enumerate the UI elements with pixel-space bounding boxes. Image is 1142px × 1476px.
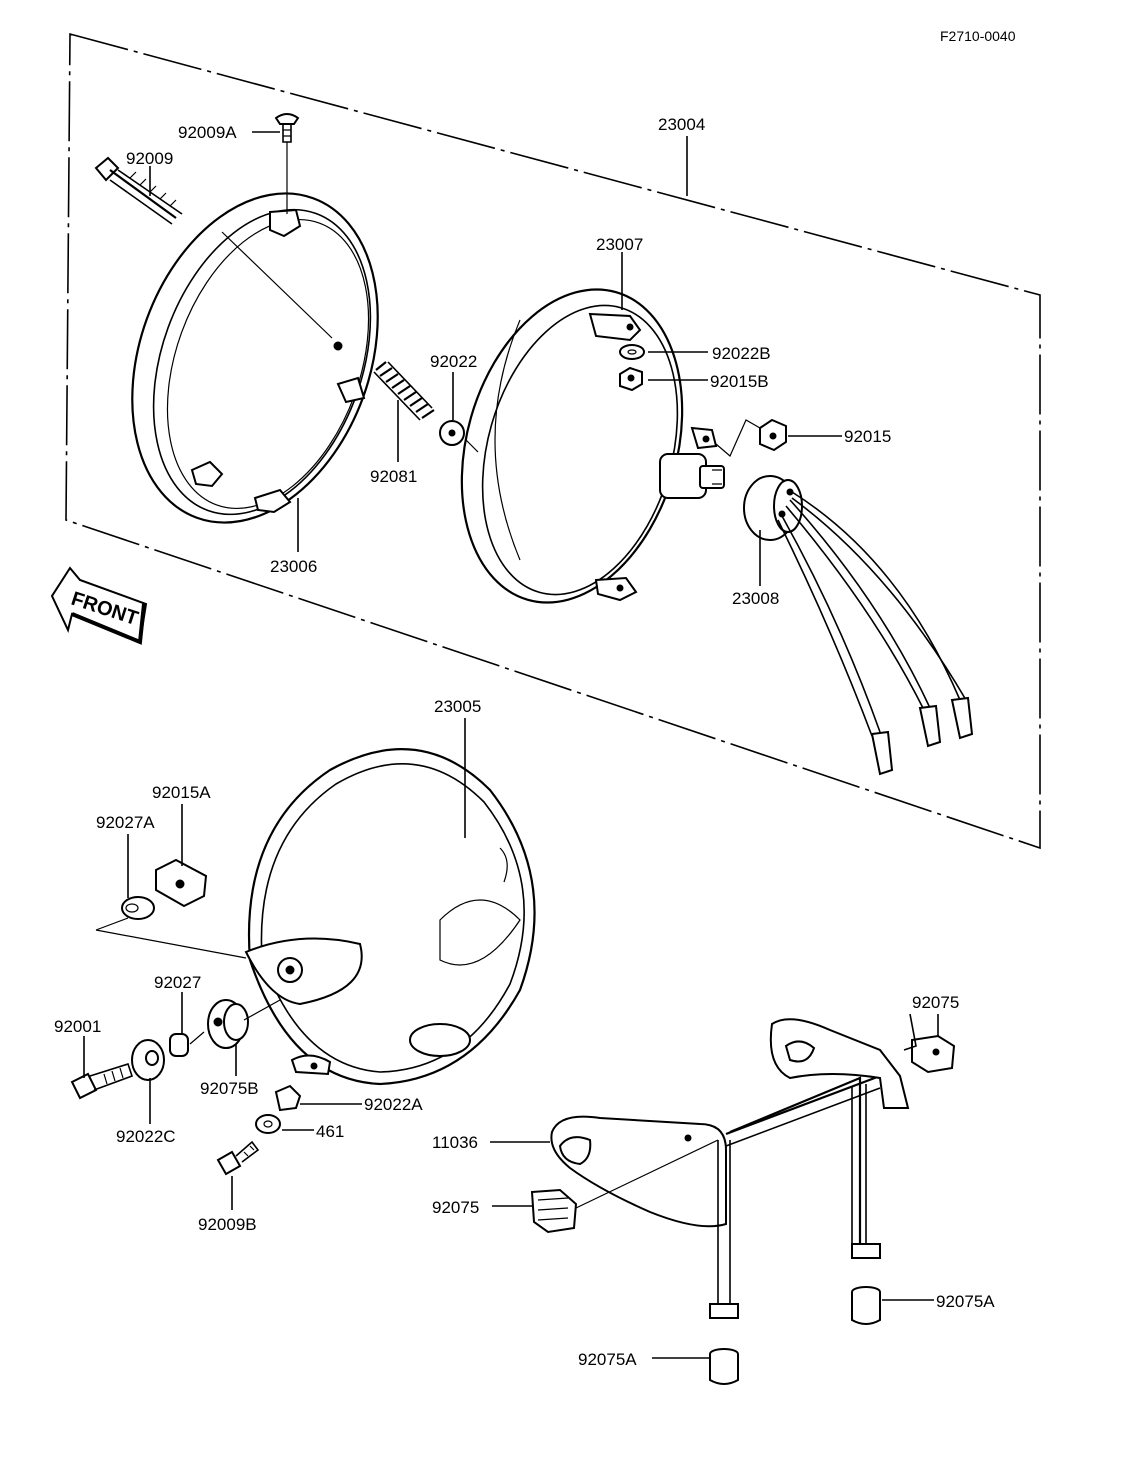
label-92075-left: 92075	[432, 1198, 479, 1217]
bolt-92001	[70, 1063, 134, 1100]
screw-92009B	[216, 1140, 260, 1176]
label-92015A: 92015A	[152, 783, 211, 802]
label-23004: 23004	[658, 115, 705, 134]
screw-92009A	[274, 113, 300, 214]
diagram-code: F2710-0040	[940, 28, 1016, 44]
label-92022C: 92022C	[116, 1127, 176, 1146]
label-92081: 92081	[370, 467, 417, 486]
washer-92022C	[131, 1039, 165, 1081]
housing-23005	[244, 748, 536, 1086]
nut-92022A	[274, 1084, 302, 1112]
nut-92015A	[155, 858, 208, 908]
label-11036: 11036	[432, 1133, 478, 1152]
rim-23006	[131, 192, 379, 524]
label-92027: 92027	[154, 973, 201, 992]
label-23008: 23008	[732, 589, 779, 608]
label-92075-right: 92075	[912, 993, 959, 1012]
socket-23008	[743, 475, 974, 776]
label-92027A: 92027A	[96, 813, 155, 832]
front-direction-arrow: FRONT	[50, 566, 148, 645]
grommet-92075-left	[530, 1139, 719, 1234]
label-92075A-right: 92075A	[936, 1292, 995, 1311]
bolt-92009	[94, 156, 183, 225]
label-92022: 92022	[430, 352, 477, 371]
label-92009B: 92009B	[198, 1215, 257, 1234]
nut-92015B	[619, 366, 643, 392]
leader-92027A-up	[95, 917, 129, 931]
label-92022A: 92022A	[364, 1095, 423, 1114]
washer-461	[255, 1114, 281, 1134]
nut-92015	[715, 418, 787, 457]
label-92009: 92009	[126, 149, 173, 168]
label-23005: 23005	[434, 697, 481, 716]
label-92015: 92015	[844, 427, 891, 446]
label-92001: 92001	[54, 1017, 101, 1036]
label-92009A: 92009A	[178, 123, 237, 142]
leader-92027A-housing	[95, 929, 247, 959]
washer-92022B	[619, 344, 645, 360]
label-461: 461	[316, 1122, 344, 1141]
assembly-panel	[65, 32, 1041, 850]
part-labels: 23004 23007 92009A 92009 92022 92022B 92…	[54, 115, 995, 1369]
grommet-92027A	[121, 896, 155, 920]
label-23006: 23006	[270, 557, 317, 576]
collar-92075A-bottom	[709, 1348, 739, 1385]
label-92075B: 92075B	[200, 1079, 259, 1098]
leader-bolt-assembly	[189, 999, 281, 1045]
label-23007: 23007	[596, 235, 643, 254]
collar-92027	[169, 1033, 189, 1057]
collar-92075A-right	[851, 1286, 881, 1325]
bracket-11036	[550, 1018, 910, 1319]
label-92022B: 92022B	[712, 344, 771, 363]
washer-92022	[439, 420, 479, 453]
label-92015B: 92015B	[710, 372, 769, 391]
leader-lines	[83, 131, 939, 1359]
grommet-92075-right	[903, 1013, 956, 1074]
spring-92081	[373, 361, 435, 421]
reflector-23007	[460, 288, 725, 604]
grommet-92075B	[207, 999, 249, 1049]
label-92075A-bottom: 92075A	[578, 1350, 637, 1369]
